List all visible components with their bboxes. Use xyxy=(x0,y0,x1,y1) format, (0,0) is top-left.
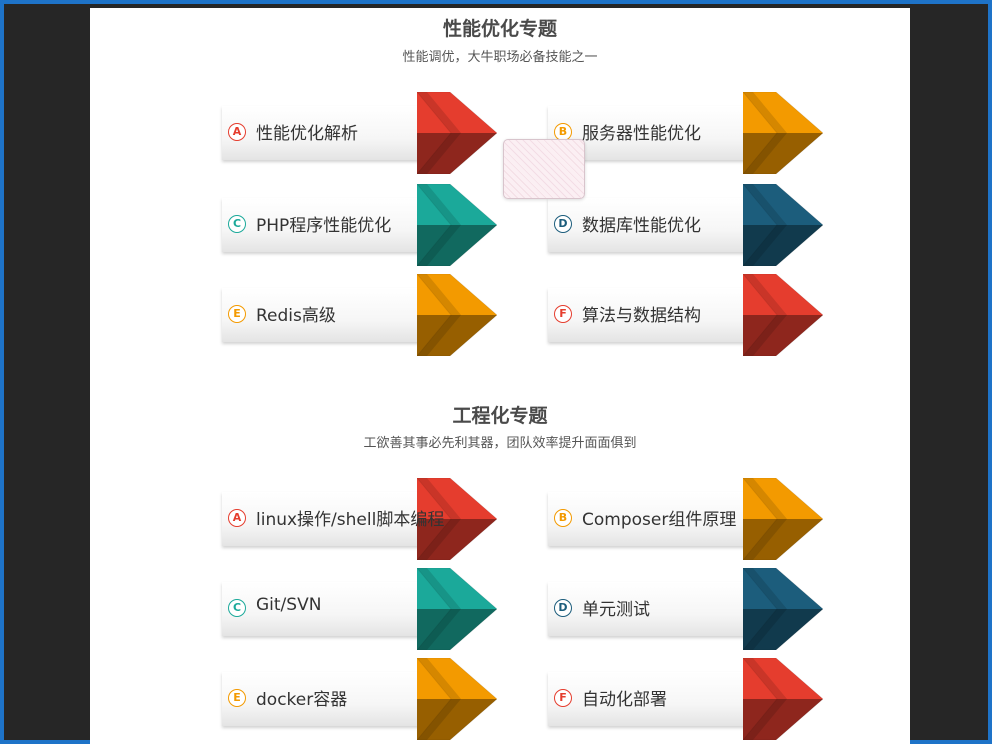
topic-letter-badge: E xyxy=(228,689,246,707)
section-title-performance: 性能优化专题 xyxy=(442,18,557,40)
topic-bar xyxy=(222,582,452,636)
topic-label: docker容器 xyxy=(256,690,348,710)
topic-label: 服务器性能优化 xyxy=(582,124,701,144)
topic-item[interactable]: C Git/SVN xyxy=(222,568,497,650)
chevron-arrow-icon xyxy=(417,274,497,356)
topic-letter-badge: C xyxy=(228,599,246,617)
topic-label: Composer组件原理 xyxy=(582,510,737,530)
topic-bar xyxy=(548,672,778,726)
topic-label: linux操作/shell脚本编程 xyxy=(256,510,445,530)
chevron-arrow-icon xyxy=(743,92,823,174)
chevron-arrow-icon xyxy=(417,184,497,266)
chevron-arrow-icon xyxy=(743,658,823,740)
section-subtitle-engineering: 工欲善其事必先利其器，团队效率提升面面俱到 xyxy=(363,436,637,451)
topic-item[interactable]: B Composer组件原理 xyxy=(548,478,823,560)
topic-item[interactable]: F 算法与数据结构 xyxy=(548,274,823,356)
topic-letter-badge: A xyxy=(228,509,246,527)
topic-item[interactable]: D 单元测试 xyxy=(548,568,823,650)
topic-label: 数据库性能优化 xyxy=(582,216,701,236)
topic-label: 算法与数据结构 xyxy=(582,306,701,326)
topic-bar xyxy=(222,288,452,342)
topic-letter-badge: F xyxy=(554,689,572,707)
topic-label: 性能优化解析 xyxy=(256,124,358,144)
topic-letter-badge: A xyxy=(228,123,246,141)
topic-label: Redis高级 xyxy=(256,306,336,326)
topic-bar xyxy=(548,492,778,546)
chevron-arrow-icon xyxy=(417,478,497,560)
topic-bar xyxy=(222,106,452,160)
chevron-arrow-icon xyxy=(417,658,497,740)
topic-letter-badge: B xyxy=(554,509,572,527)
topic-bar xyxy=(222,198,452,252)
topic-item[interactable]: C PHP程序性能优化 xyxy=(222,184,497,266)
topic-letter-badge: E xyxy=(228,305,246,323)
hover-popup xyxy=(503,139,585,199)
chevron-arrow-icon xyxy=(417,568,497,650)
topic-item[interactable]: A 性能优化解析 xyxy=(222,92,497,174)
chevron-arrow-icon xyxy=(743,568,823,650)
section-subtitle-performance: 性能调优，大牛职场必备技能之一 xyxy=(402,50,598,65)
topic-letter-badge: C xyxy=(228,215,246,233)
chevron-arrow-icon xyxy=(743,274,823,356)
topic-label: PHP程序性能优化 xyxy=(256,216,392,236)
topic-label: 自动化部署 xyxy=(582,690,667,710)
topic-letter-badge: D xyxy=(554,599,572,617)
topic-letter-badge: F xyxy=(554,305,572,323)
topic-bar xyxy=(222,492,452,546)
topic-item[interactable]: F 自动化部署 xyxy=(548,658,823,740)
topic-bar xyxy=(548,288,778,342)
topic-label: Git/SVN xyxy=(256,595,322,615)
topic-letter-badge: D xyxy=(554,215,572,233)
topic-item[interactable]: E Redis高级 xyxy=(222,274,497,356)
topic-bar xyxy=(548,106,778,160)
section-title-engineering: 工程化专题 xyxy=(452,405,548,427)
topic-item[interactable]: D 数据库性能优化 xyxy=(548,184,823,266)
chevron-arrow-icon xyxy=(743,478,823,560)
topic-bar xyxy=(222,672,452,726)
chevron-arrow-icon xyxy=(417,92,497,174)
topic-label: 单元测试 xyxy=(582,600,650,620)
chevron-arrow-icon xyxy=(743,184,823,266)
topic-bar xyxy=(548,198,778,252)
topic-bar xyxy=(548,582,778,636)
